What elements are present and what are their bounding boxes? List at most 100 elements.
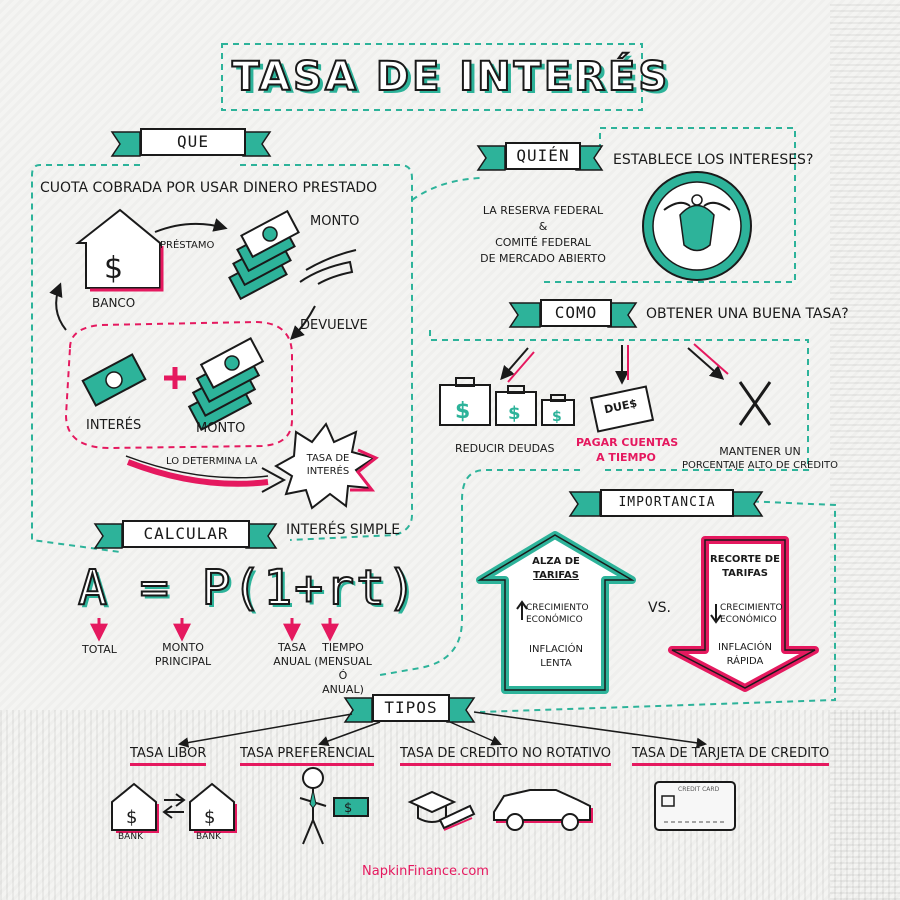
que-return-label: DEVUELVE [300,318,368,333]
up-growth-line1: CRECIMIENTO [526,603,589,613]
napkin-edge-right [830,0,900,900]
up-inflation-line2: LENTA [540,658,572,669]
down-inflation-line1: INFLACIÓN [718,642,772,653]
que-amount-label: MONTO [310,214,360,229]
quien-answer-line2: & [538,220,548,233]
hand-icon [299,249,357,285]
car-icon [493,789,593,831]
bank-label-2: BANK [196,832,221,842]
flow-line-como-box [429,330,809,471]
down-growth-line2: ECONÓMICO [720,615,777,625]
como-option-reduce: REDUCIR DEUDAS [455,442,555,455]
debt-cases-icon: $ $ $ [439,377,575,426]
svg-text:$: $ [104,251,123,286]
up-title-line2: TARIFAS [533,570,579,581]
formula-time-line1: TIEMPO [322,641,364,654]
como-option-pay-line2: A TIEMPO [596,451,656,464]
quien-question: ESTABLECE LOS INTERESES? [613,152,814,168]
flow-line-importancia-box [479,499,836,713]
svg-text:$: $ [508,403,521,424]
amount-stack-icon [187,337,265,431]
page-title: TASA DE INTERÉS [231,53,671,101]
como-option-keep-line2: PORCENTAJE ALTO DE CREDITO [681,460,839,471]
flow-line-importancia [379,469,580,676]
up-inflation-line1: INFLACIÓN [529,644,583,655]
growth-down-icon [710,604,722,624]
que-definition: CUOTA COBRADA POR USAR DINERO PRESTADO [40,180,378,196]
formula-total-label: TOTAL [82,643,117,656]
interest-loop-frame [64,320,293,450]
growth-up-icon [516,600,528,620]
money-stack-icon [228,209,300,301]
flow-line-quien-box [540,127,796,283]
que-burst-label: TASA DE INTERÉS [306,453,350,477]
bank-libor-icon-1: $ [111,782,159,833]
que-loan-label: PRÉSTAMO [160,240,215,251]
que-determined-label: LO DETERMINA LA [166,456,258,467]
tipo-tarjeta-credito: TASA DE TARJETA DE CREDITO [632,746,830,766]
burst-shape [274,422,377,510]
calcular-subtitle: INTERÉS SIMPLE [286,522,401,538]
tipos-arrow-libor [177,713,353,748]
credit-card-label: CREDIT CARD [678,786,720,793]
up-title-line1: ALZA DE [532,556,580,567]
section-label-que: QUE [140,128,246,156]
formula-time-line3: Ó [338,669,348,682]
quien-answer-line1: LA RESERVA FEDERAL [482,204,604,217]
svg-text:$: $ [552,409,562,425]
section-label-tipos: TIPOS [372,694,450,722]
quien-answer-line3: COMITÉ FEDERAL [495,236,591,249]
como-option-keep-line1: MANTENER UN [719,445,801,458]
plus-icon [164,367,186,389]
como-question: OBTENER UNA BUENA TASA? [646,306,849,322]
formula-principal-line2: PRINCIPAL [154,655,212,668]
down-inflation-line2: RÁPIDA [726,656,764,667]
quien-answer-line4: DE MERCADO ABIERTO [480,252,606,265]
tipo-preferencial: TASA PREFERENCIAL [240,746,375,766]
up-growth-line2: ECONÓMICO [526,615,583,625]
back-to-bank-arrow [49,282,67,331]
como-option-pay-line1: PAGAR CUENTAS [576,436,679,449]
ribbon-importancia [568,491,764,517]
federal-reserve-seal-icon [642,171,752,281]
que-bank-label: BANCO [92,296,136,310]
person-icon: $ [299,767,369,845]
svg-text:$: $ [455,399,470,424]
flow-line-to-quien [411,177,481,201]
que-amount2-label: MONTO [196,421,246,436]
return-arrow [290,305,316,340]
title-frame [221,43,643,111]
ribbon-tipos [343,697,476,723]
formula-time-line4: ANUAL) [322,683,364,696]
credit-card-icon [654,781,736,831]
formula-time-line2: (MENSUAL [314,655,372,668]
formula-rate-line1: TASA [277,641,307,654]
keep-credit-arrow [687,347,725,380]
importancia-vs: VS. [648,600,671,616]
svg-text:$: $ [204,807,215,828]
reduce-debt-arrow [500,347,529,381]
section-label-calcular: CALCULAR [122,520,250,548]
down-title-line2: TARIFAS [722,568,768,579]
formula: A = P(1+rt) [77,559,418,617]
bank-label-1: BANK [118,832,143,842]
determines-arrow [126,459,269,487]
tipos-arrow-preferencial [318,721,381,747]
x-mark-icon [738,381,772,426]
interest-bill-icon [81,353,147,407]
rate-up-arrow-shape [476,531,636,694]
tipos-arrow-credito [449,721,502,746]
loan-arrow [154,218,228,233]
section-label-importancia: IMPORTANCIA [600,489,734,517]
due-bill-icon [589,385,655,433]
section-label-como: COMO [540,299,612,327]
rate-down-arrow-shape [668,536,819,692]
svg-text:$: $ [344,801,352,816]
footer-brand[interactable]: NapkinFinance.com [362,864,489,879]
section-label-quien: QUIÉN [505,142,581,170]
graduation-icon [407,790,476,831]
down-growth-line1: CRECIMIENTO [720,603,783,613]
que-interest-label: INTERÉS [86,418,142,433]
down-title-line1: RECORTE DE [710,554,780,565]
